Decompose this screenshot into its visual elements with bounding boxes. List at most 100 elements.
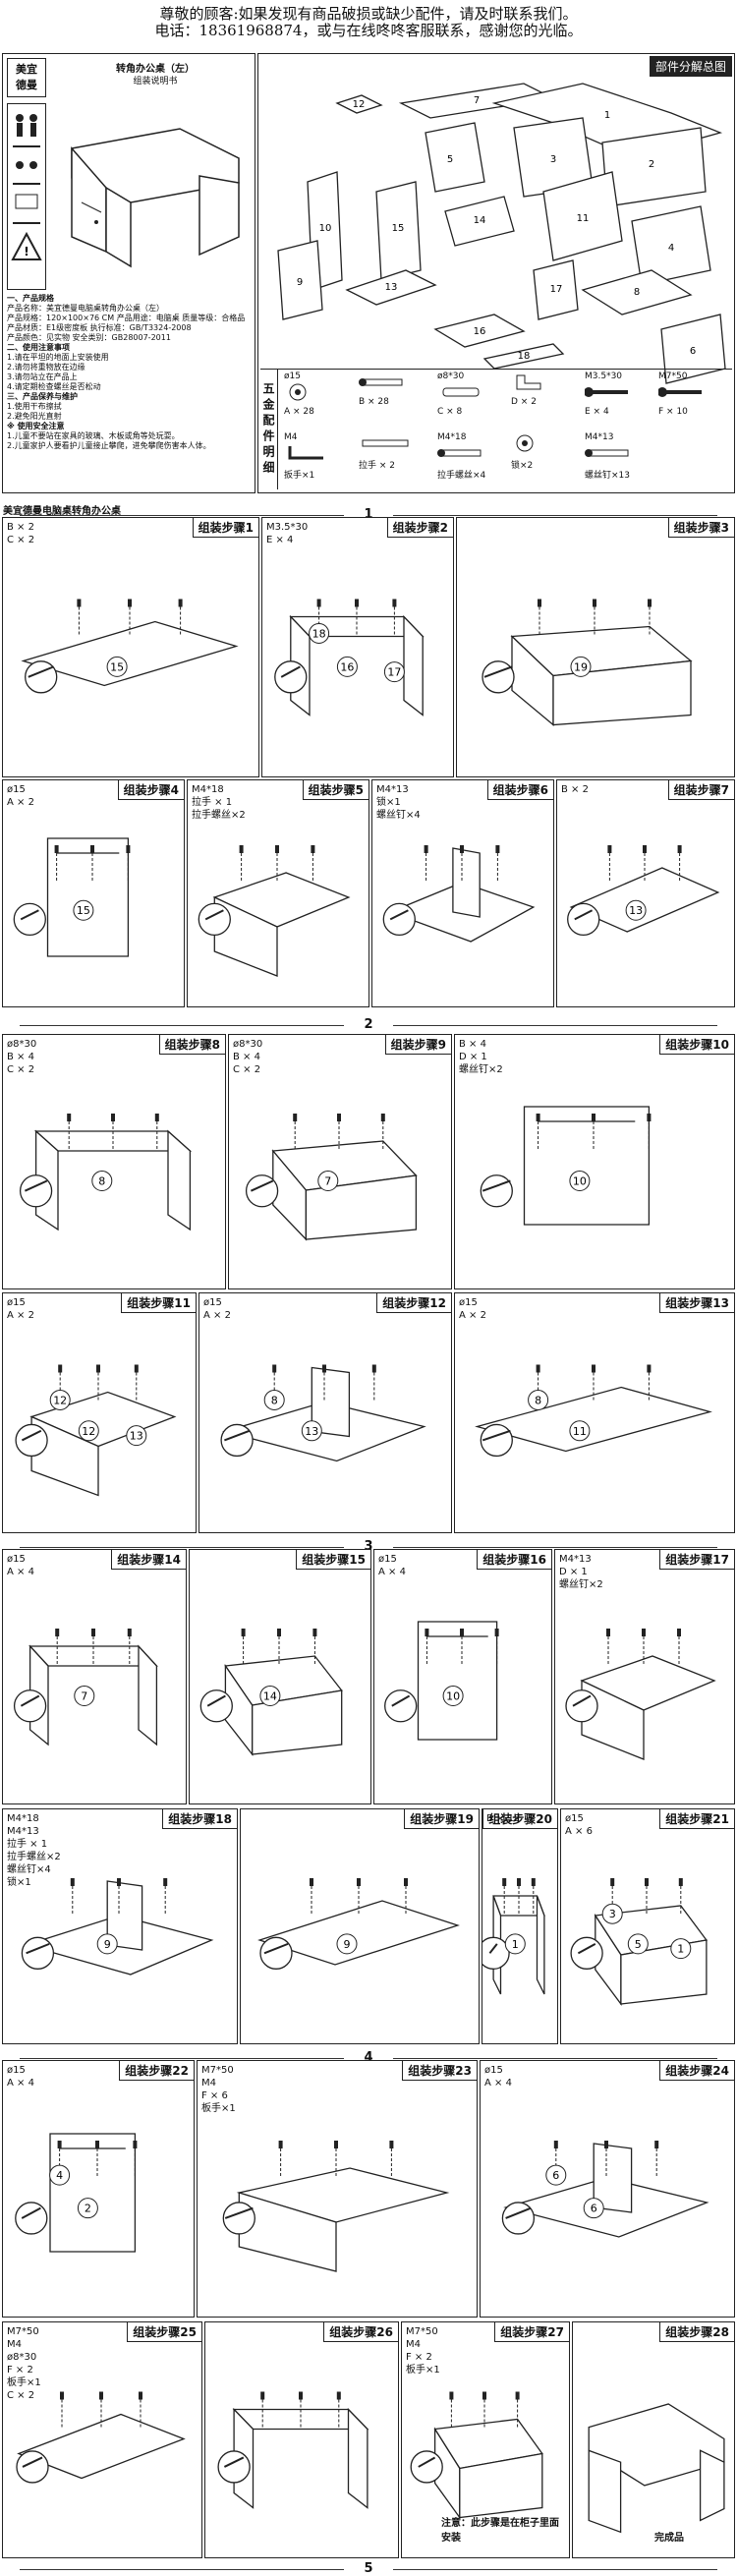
part-number: 15 [73,899,94,921]
svg-text:13: 13 [305,1425,318,1438]
step-illustration: 531 [570,1878,709,2006]
step-title: 组装步骤17 [659,1550,734,1570]
step-title: 组装步骤14 [111,1550,186,1570]
step-title: 组装步骤7 [667,780,734,800]
hardware-count: 拉手螺丝×4 [437,471,486,481]
step-title: 组装步骤28 [659,2322,734,2342]
page-number: 2 [364,1017,373,1032]
step-hardware-label: B × 4 [233,1052,260,1062]
detail-callout [501,2202,536,2235]
part-number: 12 [78,1420,99,1442]
cover-panel: 美宜 德曼 转角办公桌（左） 组装说明书 ! 一、产品规格产品名称：美宜德曼电脑… [2,53,255,493]
page-divider: 5 [0,2562,737,2576]
svg-text:13: 13 [385,282,398,293]
detail-callout [19,1174,53,1208]
detail-callout [15,2202,48,2235]
step-hardware-label: M4*13 [376,784,409,795]
step-note: 完成品 [654,2533,684,2544]
svg-text:7: 7 [324,1174,331,1187]
detail-callout [199,1689,233,1723]
detail-callout [274,660,308,694]
step-illustration: 7 [245,1114,418,1241]
page-divider: 2 [0,1018,737,1032]
detail-callout [565,1689,598,1723]
notice-line-1: 尊敬的顾客:如果发现有商品破损或缺少配件，请及时联系我们。 [159,5,578,23]
step-hardware-label: M4*18 [192,784,224,795]
svg-text:3: 3 [550,154,556,165]
detail-callout [217,2450,251,2484]
hardware-icon [584,387,628,397]
step-hardware-label: 拉手螺丝×2 [192,810,246,821]
svg-text:3: 3 [609,1908,616,1920]
page-divider: 4 [0,2051,737,2065]
svg-text:5: 5 [635,1938,642,1951]
step-hardware-label: A × 2 [7,797,34,808]
step-hardware-label: 锁×1 [7,1877,31,1888]
step-hardware-label: C × 2 [233,1064,261,1075]
cover-note-line: 2.避免阳光直射 [7,412,62,421]
cover-note-line: 产品材质：E1级密度板 执行标准：GB/T3324-2008 [7,323,192,332]
hardware-icon [442,387,480,397]
step-title: 组装步骤4 [117,780,184,800]
step-title: 组装步骤18 [162,1809,237,1829]
cover-title: 转角办公桌（左） [116,64,195,75]
step-hardware-label: 螺丝钉×2 [559,1579,603,1590]
detail-callout [480,1423,513,1458]
step-hardware-label: E × 4 [266,535,294,545]
step-illustration [410,2391,543,2520]
step-title: 组装步骤26 [323,2322,398,2342]
step-hardware-label: ø15 [378,1554,397,1565]
step-hardware-label: C × 2 [7,535,35,545]
brand-line-1: 美宜 [16,63,37,76]
page-number: 3 [364,1539,373,1554]
part-number: 17 [383,661,405,683]
hardware-icon [516,434,534,452]
cover-notes: 一、产品规格产品名称：美宜德曼电脑桌转角办公桌（左）产品规格：120×100×7… [7,294,253,451]
step-title: 组装步骤9 [384,1035,451,1055]
divider-line [20,1025,344,1026]
cover-desk-illustration [71,128,240,268]
divider-line [393,2058,717,2059]
hardware-size: M4 [284,432,298,442]
step-title: 组装步骤8 [158,1035,225,1055]
part-number: 2 [77,2198,98,2219]
divider-line [20,2569,344,2570]
svg-text:12: 12 [353,99,366,110]
cover-note-line: 4.请定期检查螺丝是否松动 [7,382,101,391]
detail-callout [198,902,231,937]
step-hardware-label: 板手×1 [406,2365,440,2376]
svg-text:6: 6 [552,2169,559,2182]
step-illustration: 9 [21,1878,214,1975]
step-hardware-label: 板手×1 [201,2103,236,2114]
step-illustration: 8 [19,1114,193,1231]
svg-text:16: 16 [340,660,354,673]
detail-callout [482,660,515,694]
svg-text:14: 14 [474,215,486,226]
part-number: 14 [259,1685,281,1706]
cover-note-line: 产品规格：120×100×76 CM 产品用途：电脑桌 质量等级：合格品 [7,314,246,322]
svg-text:10: 10 [573,1174,587,1187]
svg-text:13: 13 [629,904,643,917]
part-number: 19 [570,656,592,677]
hardware-icon [516,374,541,390]
